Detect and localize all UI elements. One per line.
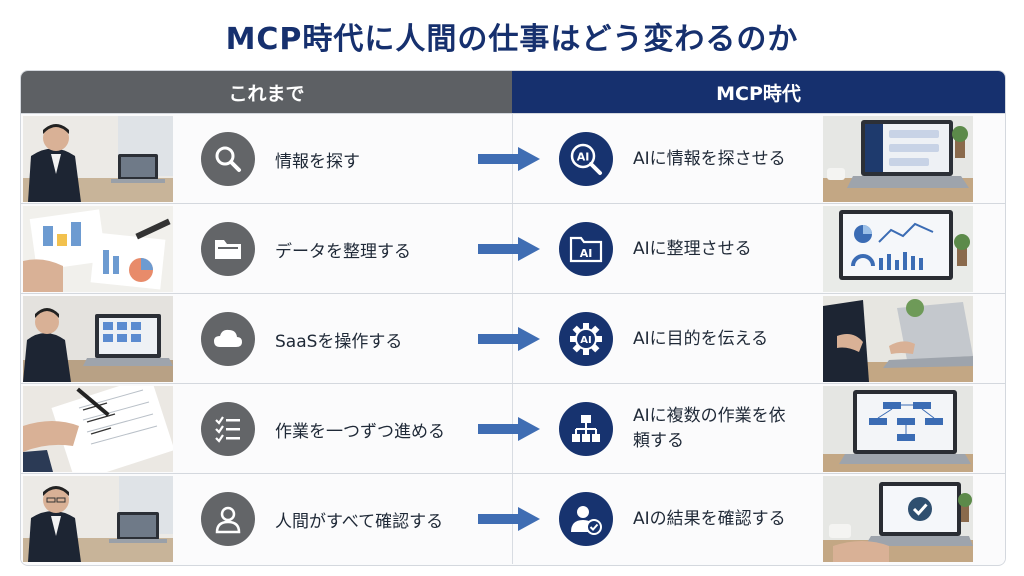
table-row: データを整理する AI AIに整理させる <box>21 203 1005 294</box>
table-row: 人間がすべて確認する AIの結果を確認する <box>21 473 1005 564</box>
header-before: これまで <box>21 71 512 113</box>
before-task-text: SaaSを操作する <box>275 331 403 352</box>
ai-gear-icon: AI <box>559 312 613 366</box>
table-row: SaaSを操作する AI AIに目的を伝える <box>21 293 1005 384</box>
photo-businessman-laptop <box>23 116 173 202</box>
flowchart-icon <box>559 402 613 456</box>
search-icon <box>201 132 255 186</box>
table-header: これまで MCP時代 <box>21 71 1005 113</box>
mcp-task-text: AIに整理させる <box>633 238 752 259</box>
arrow-icon <box>478 327 540 351</box>
mcp-task-text: AIに目的を伝える <box>633 328 769 349</box>
folder-icon <box>201 222 255 276</box>
ai-search-icon: AI <box>559 132 613 186</box>
arrow-icon <box>478 147 540 171</box>
arrow-icon <box>478 417 540 441</box>
mcp-task-text: AIの結果を確認する <box>633 508 786 529</box>
before-task-text: 情報を探す <box>275 151 360 172</box>
photo-man-using-laptop <box>23 296 173 382</box>
mcp-task-text: AIに情報を探させる <box>633 148 786 169</box>
person-check-icon <box>559 492 613 546</box>
cloud-icon <box>201 312 255 366</box>
comparison-table: これまで MCP時代 情報を探す AI A <box>20 70 1006 566</box>
photo-data-charts <box>23 206 173 292</box>
photo-laptop-analytics <box>823 206 973 292</box>
arrow-icon <box>478 507 540 531</box>
ai-folder-icon: AI <box>559 222 613 276</box>
before-task-text: データを整理する <box>275 241 411 262</box>
arrow-icon <box>478 237 540 261</box>
mcp-task-text: AIに複数の作業を依頼する <box>633 406 786 451</box>
svg-text:AI: AI <box>577 151 590 164</box>
page-title: MCP時代に人間の仕事はどう変わるのか <box>225 22 799 57</box>
table-row: 情報を探す AI AIに情報を探させる <box>21 113 1005 204</box>
photo-laptop-checkmark <box>823 476 973 562</box>
photo-laptop-dashboard <box>823 116 973 202</box>
before-task-text: 作業を一つずつ進める <box>275 421 445 442</box>
person-icon <box>201 492 255 546</box>
header-mcp-era: MCP時代 <box>512 71 1005 113</box>
photo-laptop-workflow <box>823 386 973 472</box>
svg-text:AI: AI <box>580 247 593 260</box>
checklist-icon <box>201 402 255 456</box>
before-task-text: 人間がすべて確認する <box>275 511 444 532</box>
svg-text:AI: AI <box>580 335 591 346</box>
photo-businessman-reviewing <box>23 476 173 562</box>
table-row: 作業を一つずつ進める AIに複数の作業を依頼する <box>21 383 1005 474</box>
photo-writing-notebook <box>23 386 173 472</box>
photo-gesturing-laptop <box>823 296 973 382</box>
